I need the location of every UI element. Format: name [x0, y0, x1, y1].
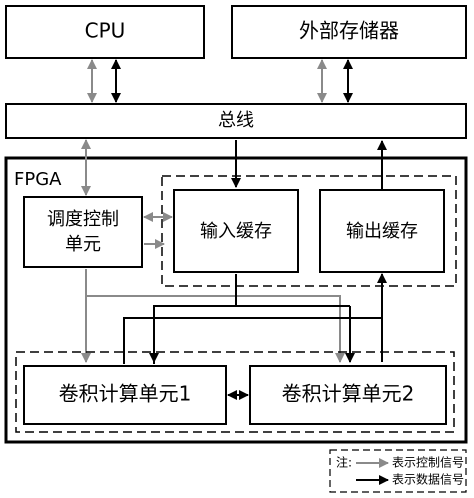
conv-group-dashed-frame — [15, 351, 455, 433]
legend-note: 注: — [336, 455, 352, 470]
fpga-label: FPGA — [14, 169, 62, 190]
external-memory-label: 外部存储器 — [299, 19, 399, 43]
input-buffer-box — [173, 189, 299, 273]
cpu-label: CPU — [85, 19, 126, 43]
output-buffer-box — [319, 189, 445, 273]
legend-control-label: 表示控制信号 — [392, 456, 464, 470]
scheduler-label-line2: 单元 — [65, 234, 101, 255]
buffer-group-dashed-frame — [161, 175, 457, 287]
legend-data-label: 表示数据信号 — [392, 472, 464, 487]
scheduler-label-line1: 调度控制 — [47, 209, 119, 230]
scheduler-box — [23, 196, 143, 268]
cpu-box — [5, 5, 205, 59]
conv-unit-2-label: 卷积计算单元2 — [282, 382, 415, 406]
conv-to-output-buffer-left-path — [123, 317, 382, 364]
output-buffer-label: 输出缓存 — [346, 221, 418, 242]
bus-box — [5, 103, 467, 139]
conv-unit-1-box — [23, 365, 227, 425]
bus-label: 总线 — [218, 110, 254, 131]
legend-frame — [329, 449, 467, 493]
external-memory-box — [231, 5, 467, 59]
scheduler-conv2-control-path — [86, 295, 345, 363]
input-buffer-label: 输入缓存 — [200, 221, 272, 242]
conv-unit-2-box — [249, 365, 447, 425]
conv-unit-1-label: 卷积计算单元1 — [59, 382, 192, 406]
